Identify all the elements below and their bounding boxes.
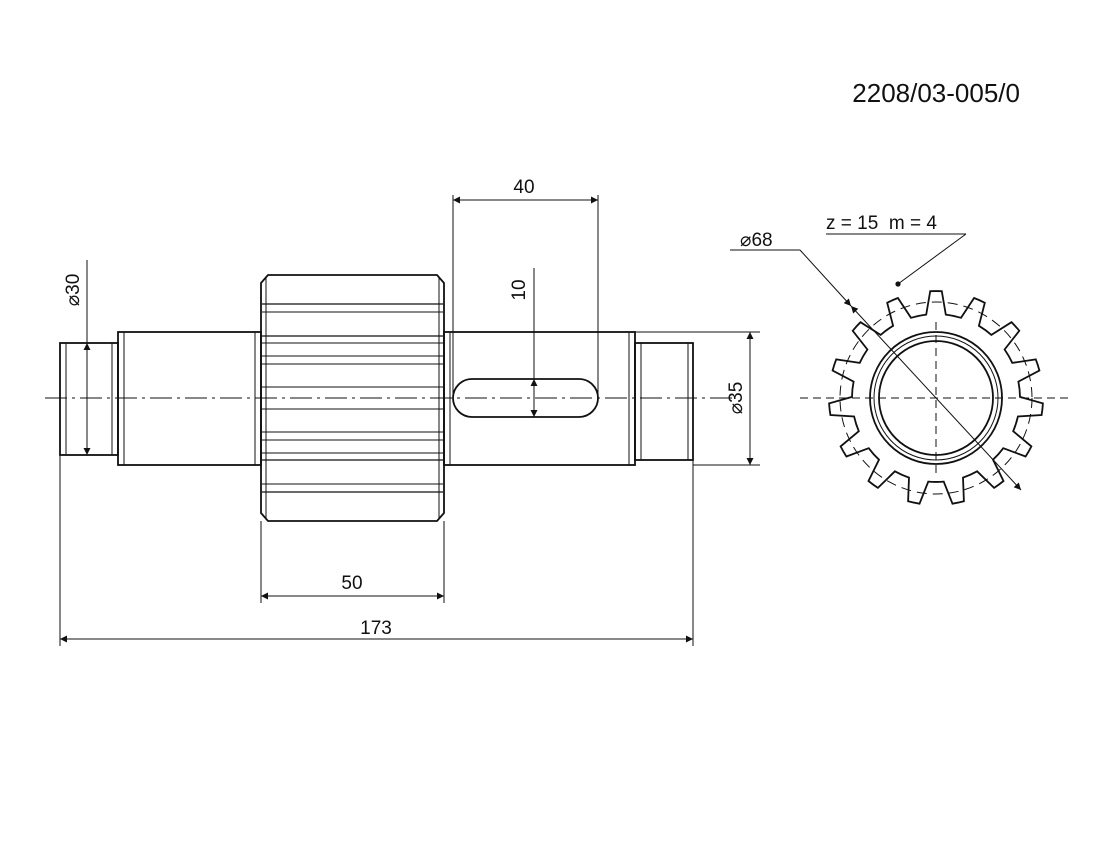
dim-right-journal-diameter: ⌀35 [635, 331, 760, 466]
dim-overall-length: 173 [59, 455, 694, 646]
dim-overall-length-label: 173 [360, 618, 392, 639]
dim-keyway-length-label: 40 [513, 177, 534, 198]
dim-keyway-width-label: 10 [509, 279, 530, 300]
gear-spec-callout: z = 15 m = 4 [826, 213, 967, 287]
dim-right-journal-diameter-label: ⌀35 [726, 382, 747, 415]
dim-left-journal-diameter-label: ⌀30 [63, 274, 84, 307]
dim-gear-width-label: 50 [341, 573, 362, 594]
dim-gear-width: 50 [260, 521, 445, 603]
part-number: 2208/03-005/0 [852, 78, 1020, 108]
dim-gear-outer-diameter-label: ⌀68 [740, 230, 773, 251]
dim-keyway-length: 40 [452, 177, 599, 398]
gear-spec-leader-dot [895, 281, 901, 287]
dim-left-journal-diameter: ⌀30 [63, 260, 91, 455]
left-journal [59, 342, 119, 456]
gear-side-section [260, 274, 445, 522]
dim-gear-outer-diameter: ⌀68 [730, 230, 1022, 491]
shaft-side-view [45, 274, 735, 522]
right-journal [634, 342, 694, 461]
gear-pitch-circle [839, 301, 1033, 495]
dim-keyway-width: 10 [509, 268, 538, 417]
gear-spec-label: z = 15 m = 4 [826, 213, 937, 234]
